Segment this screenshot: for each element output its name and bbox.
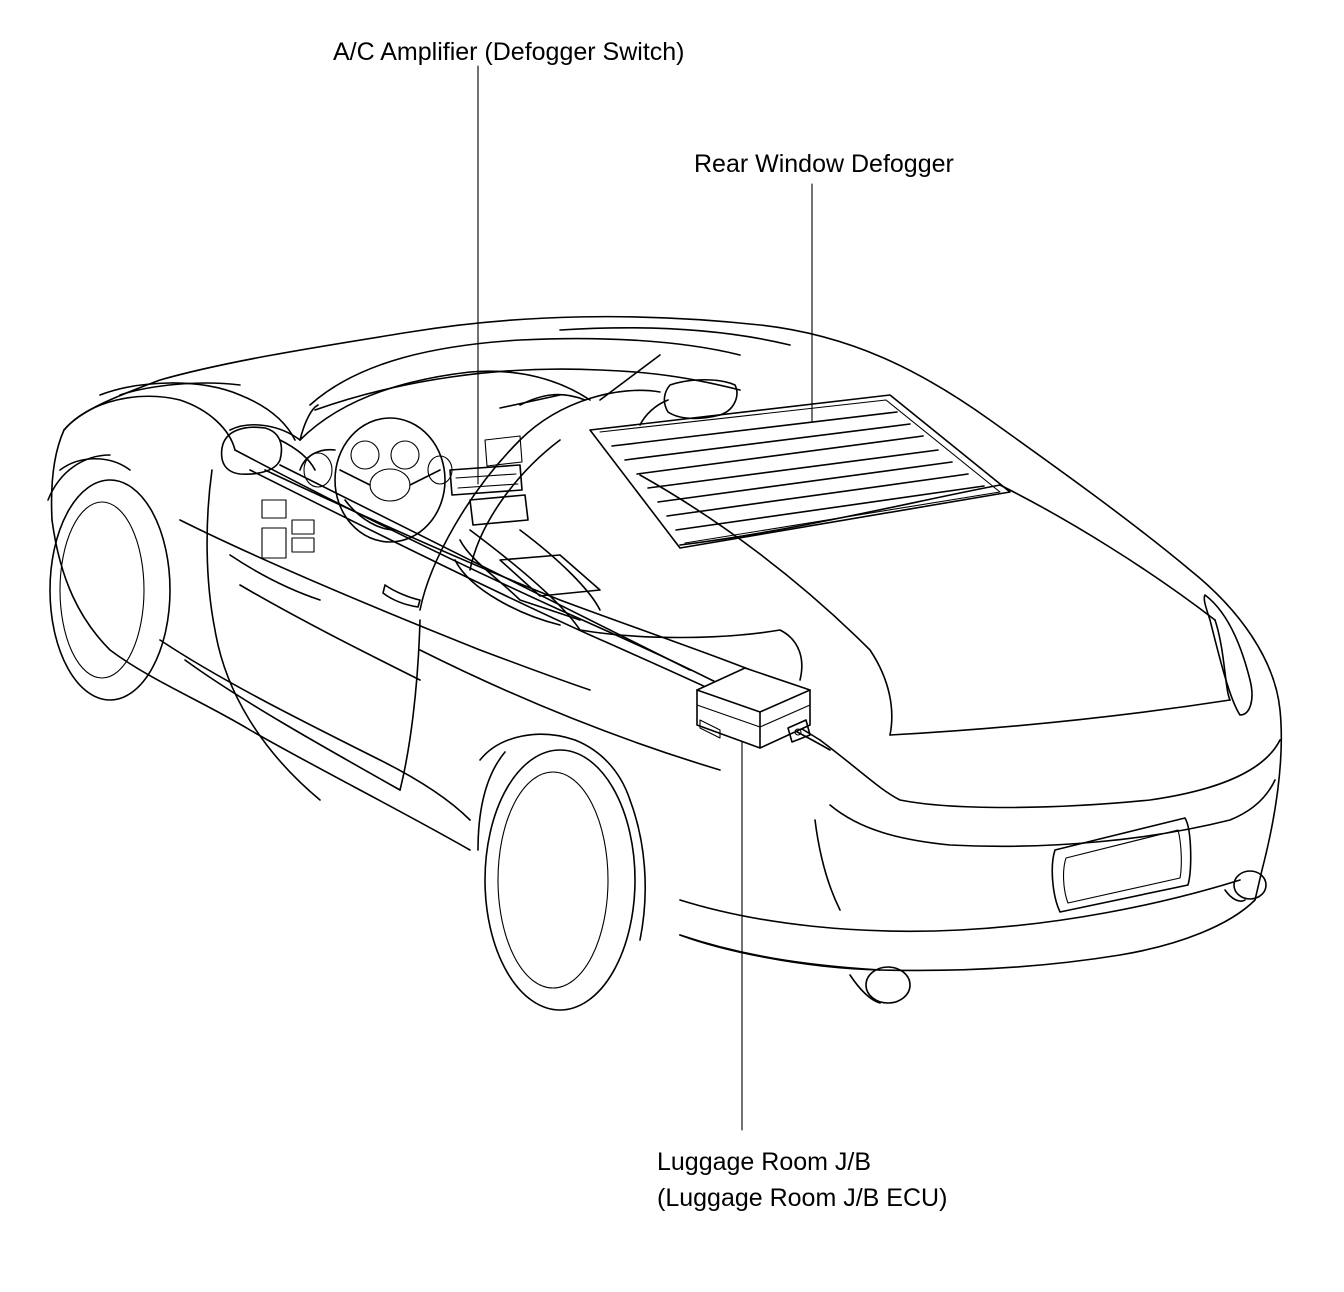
front-wheel (47, 454, 171, 701)
door-and-interior (179, 327, 803, 801)
car-body (50, 315, 1283, 1004)
luggage-room-jb-box (696, 667, 811, 749)
label-luggage-room-jb-line2: (Luggage Room J/B ECU) (657, 1184, 948, 1213)
label-ac-amplifier: A/C Amplifier (Defogger Switch) (333, 38, 685, 66)
label-rear-window-defogger: Rear Window Defogger (694, 150, 954, 178)
label-luggage-room-jb: Luggage Room J/B (Luggage Room J/B ECU) (657, 1144, 947, 1217)
label-luggage-room-jb-line1: Luggage Room J/B (657, 1148, 872, 1176)
rear-window-defogger-grid (589, 394, 1011, 549)
rear-wheel (477, 733, 646, 1011)
